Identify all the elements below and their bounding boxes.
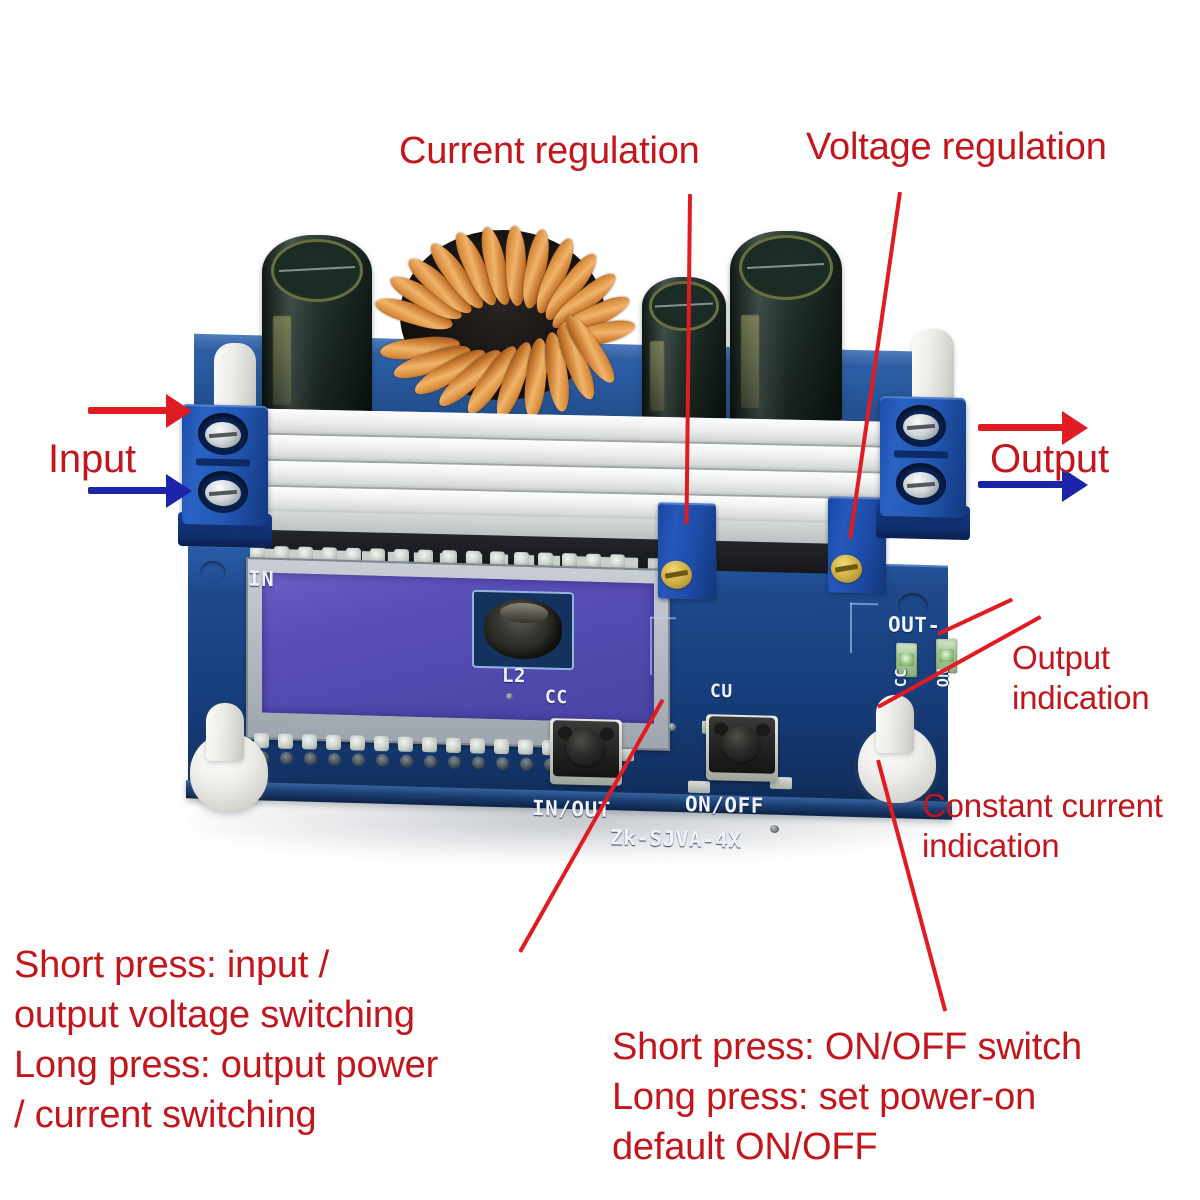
solder-pad [350,735,365,751]
button-actuator[interactable] [722,725,760,763]
solder-pad [302,734,317,750]
pcb-trace [650,616,652,676]
annotation-left-button-function: Short press: input / output voltage swit… [14,944,439,1137]
pcb-via [506,692,513,701]
pcb-via [668,722,676,732]
through-hole [520,757,533,771]
silkscreen-cc: CC [545,686,568,709]
capacitor-stripe [741,315,760,408]
through-hole [400,754,413,768]
terminal-screw[interactable] [205,479,241,507]
pcb-via [770,824,779,834]
annotation-voltage-regulation: Voltage regulation [806,126,1107,168]
l2-body [484,598,562,660]
solder-pad [422,737,437,753]
solder-pad [446,737,461,754]
button-corner [714,756,728,770]
output-arrow-top-shaft [978,424,1066,431]
toroidal-inductor [372,224,638,422]
input-arrow-top-shaft [88,407,170,414]
button-corner [558,760,572,774]
through-hole [448,755,461,770]
power-inductor-l2 [472,589,574,671]
silkscreen-model: Zk-SJVA-4X [610,825,742,853]
input-terminal-block[interactable] [178,403,272,549]
pcb-module-photo: L2 [150,224,990,885]
silkscreen-on-off: ON/OFF [685,792,764,818]
capacitor-top-vent [270,239,364,302]
through-hole [304,752,317,766]
electrolytic-capacitor [262,235,372,420]
mounting-hole [200,561,226,584]
solder-pad [374,735,389,752]
output-arrow-bottom-head [1062,468,1088,502]
potentiometer-adjust-screw[interactable] [661,560,692,590]
solder-pad [518,739,533,755]
annotation-output-indication: Output indication [1012,639,1150,717]
through-hole [352,753,365,767]
solder-pad [398,736,413,752]
output-terminal-block[interactable] [876,395,970,541]
electrolytic-capacitor [730,231,842,423]
button-corner [600,761,614,775]
input-arrow-bottom-head [166,474,192,508]
terminal-divider [196,458,250,467]
silkscreen-led-cc: CC [892,667,910,688]
on-off-button[interactable] [706,714,778,782]
electrolytic-capacitor [642,277,726,423]
button-actuator[interactable] [566,729,604,767]
capacitor-top-vent [738,235,834,301]
terminal-hole-positive[interactable] [896,404,946,448]
through-hole [496,756,509,771]
l2-core [500,602,548,624]
output-arrow-bottom-shaft [978,481,1066,488]
annotation-input: Input [48,437,136,481]
button-corner [756,723,770,737]
terminal-divider [894,450,948,459]
annotation-current-regulation: Current regulation [399,130,700,172]
silkscreen-cu: CU [710,680,733,703]
pcb-trace [850,602,852,654]
annotation-output: Output [990,437,1109,481]
terminal-screw[interactable] [205,421,241,449]
nylon-standoff-rear-right [912,329,954,403]
button-corner [600,727,614,741]
terminal-hole-positive[interactable] [198,412,248,456]
annotation-constant-current-indication: Constant current indication [922,787,1163,865]
terminal-screw[interactable] [903,413,939,441]
solder-pad [278,733,293,749]
silkscreen-out-minus: OUT- [888,612,941,638]
capacitor-stripe [273,316,291,406]
through-hole [280,751,293,765]
silkscreen-l2: L2 [502,664,526,688]
terminal-screw[interactable] [903,471,939,499]
capacitor-top-vent [648,281,720,331]
through-hole [328,752,341,767]
capacitor-stripe [650,341,664,412]
silkscreen-in: IN [248,566,275,592]
button-corner [756,757,770,771]
lcd-screen [262,572,654,724]
solder-pad [494,738,509,755]
solder-pad [470,738,485,754]
standoff-post-left [206,703,244,761]
annotation-right-button-function: Short press: ON/OFF switch Long press: s… [612,1026,1082,1169]
in-out-button[interactable] [550,718,622,786]
potentiometer-adjust-screw[interactable] [831,554,862,584]
terminal-hole-negative[interactable] [198,470,248,514]
through-hole [376,753,389,768]
through-hole [472,756,485,770]
solder-pad [326,734,341,751]
terminal-hole-negative[interactable] [896,462,946,506]
output-arrow-top-head [1062,411,1088,445]
input-arrow-bottom-shaft [88,487,170,494]
input-arrow-top-head [166,394,192,428]
through-hole [424,755,437,769]
